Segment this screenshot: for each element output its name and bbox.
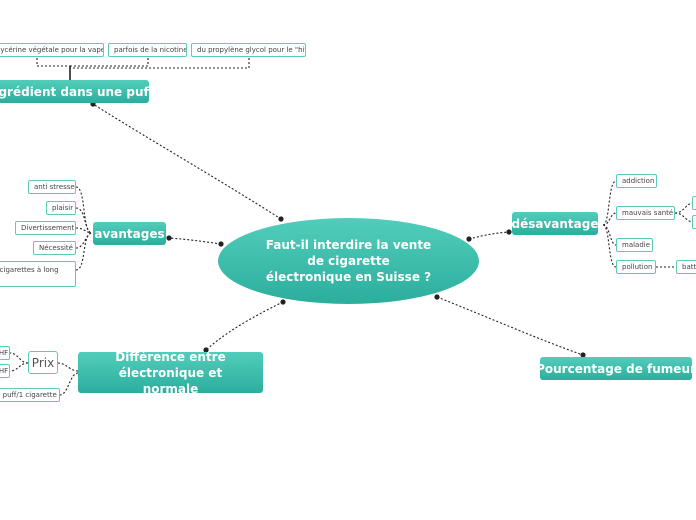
pollution-child-leaf[interactable]: batte	[676, 260, 696, 274]
dot	[280, 299, 286, 305]
topic-desavantage[interactable]: désavantage	[511, 212, 599, 235]
avantages-leaf-anti-stresse[interactable]: anti stresse	[28, 180, 76, 194]
sante-child-leaf-1[interactable]	[692, 196, 696, 210]
link-des-4	[602, 224, 617, 268]
link-sante-2	[674, 212, 694, 223]
dot	[506, 229, 512, 235]
link-prix-1	[9, 352, 29, 364]
dot	[278, 216, 284, 222]
link-diff-3	[59, 372, 79, 396]
ingredient-leaf-propylene[interactable]: du propylène glycol pour le "hit"	[191, 43, 306, 57]
topic-difference[interactable]: Différence entre électronique et normale	[78, 350, 263, 396]
desavantage-leaf-mauvais-sante[interactable]: mauvais santé	[616, 206, 675, 220]
topic-avantages[interactable]: avantages	[93, 222, 166, 245]
dot	[203, 347, 209, 353]
topic-ingredient-label: ingrédient dans une puff	[0, 84, 154, 99]
topic-desavantage-label: désavantage	[511, 216, 599, 231]
difference-prix[interactable]: Prix	[28, 351, 58, 374]
avantages-leaf-600-cigarettes[interactable]: = 600 cigarettes à long	[0, 261, 76, 287]
link-pourcentage	[436, 296, 584, 356]
link-diff-prix	[57, 362, 79, 372]
link-sante-1	[674, 202, 694, 214]
link-des-2	[602, 212, 617, 226]
difference-leaf-1-puff[interactable]: 1 puff/1 cigarette	[0, 388, 60, 402]
topic-pourcentage[interactable]: Pourcentage de fumeur	[536, 357, 696, 380]
link-ingr-2	[70, 58, 149, 67]
central-topic[interactable]: Faut-il interdire la vente de cigarette …	[218, 218, 479, 304]
link-avantages	[167, 237, 222, 245]
dot	[218, 241, 224, 247]
dot	[466, 236, 472, 242]
central-topic-label: Faut-il interdire la vente de cigarette …	[265, 238, 432, 284]
link-av-5	[75, 232, 92, 271]
link-ingredient	[92, 103, 282, 220]
sante-child-leaf-2[interactable]	[692, 215, 696, 229]
link-difference	[205, 301, 284, 351]
topic-avantages-label: avantages	[94, 226, 165, 241]
desavantage-leaf-addiction[interactable]: addiction	[616, 174, 657, 188]
topic-ingredient[interactable]: ingrédient dans une puff	[0, 80, 153, 103]
avantages-leaf-plaisir[interactable]: plaisir	[46, 201, 76, 215]
dot	[580, 352, 586, 358]
link-av-3	[75, 227, 92, 234]
dot	[434, 294, 440, 300]
link-des-3	[602, 224, 617, 246]
ingredient-leaf-nicotine[interactable]: parfois de la nicotine	[108, 43, 187, 57]
link-av-1	[75, 186, 92, 234]
link-ingr-1	[36, 58, 70, 67]
ingredient-leaf-glycerine[interactable]: glycérine végétale pour la vapeur	[0, 43, 104, 57]
dot	[166, 235, 172, 241]
link-av-2	[75, 207, 92, 234]
link-av-4	[75, 232, 92, 249]
desavantage-leaf-pollution[interactable]: pollution	[616, 260, 656, 274]
prix-leaf-2[interactable]: CHF	[0, 364, 10, 378]
topic-pourcentage-label: Pourcentage de fumeur	[536, 361, 696, 376]
prix-leaf-1[interactable]: CHF	[0, 346, 10, 360]
topic-difference-label: Différence entre électronique et normale	[115, 349, 226, 396]
link-ingr-3	[70, 58, 250, 69]
avantages-leaf-necessite[interactable]: Nécessité	[33, 241, 76, 255]
link-des-1	[602, 180, 617, 226]
avantages-leaf-divertissement[interactable]: Divertissement	[15, 221, 76, 235]
link-desavantage	[468, 231, 510, 240]
link-prix-2	[9, 362, 29, 372]
desavantage-leaf-maladie[interactable]: maladie	[616, 238, 653, 252]
